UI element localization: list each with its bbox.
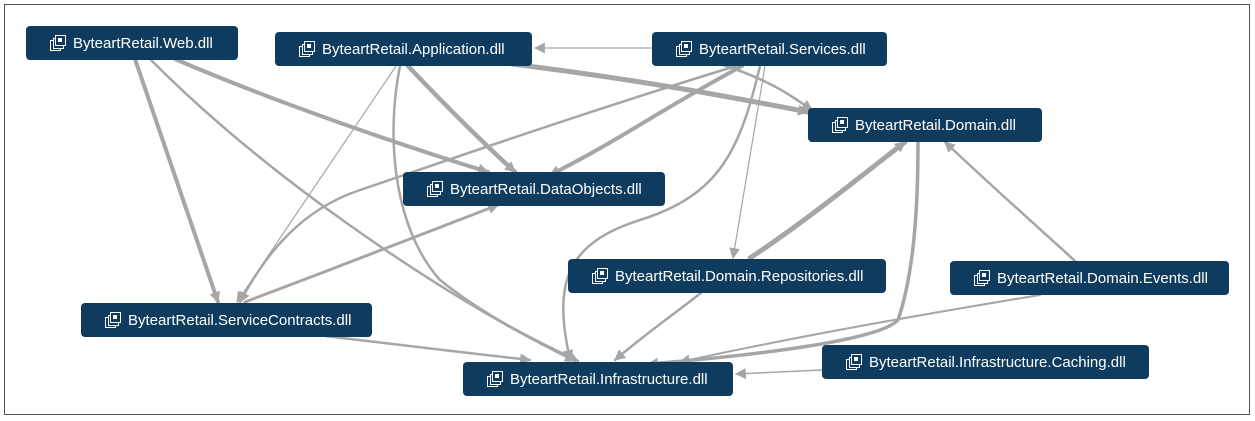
node-label: ByteartRetail.Domain.Events.dll	[997, 269, 1208, 287]
assembly-icon	[427, 181, 443, 197]
node-repositories[interactable]: ByteartRetail.Domain.Repositories.dll	[568, 259, 886, 293]
node-dataobjects[interactable]: ByteartRetail.DataObjects.dll	[403, 172, 665, 206]
assembly-icon	[676, 41, 692, 57]
node-events[interactable]: ByteartRetail.Domain.Events.dll	[950, 261, 1229, 295]
node-label: ByteartRetail.Domain.Repositories.dll	[615, 267, 864, 285]
node-application[interactable]: ByteartRetail.Application.dll	[275, 32, 532, 66]
assembly-icon	[846, 354, 862, 370]
node-services[interactable]: ByteartRetail.Services.dll	[652, 32, 887, 66]
assembly-icon	[50, 35, 66, 51]
node-domain[interactable]: ByteartRetail.Domain.dll	[808, 108, 1042, 142]
node-label: ByteartRetail.ServiceContracts.dll	[128, 311, 352, 329]
node-label: ByteartRetail.Infrastructure.Caching.dll	[869, 353, 1126, 371]
node-label: ByteartRetail.Services.dll	[699, 40, 866, 58]
node-web[interactable]: ByteartRetail.Web.dll	[26, 26, 238, 60]
node-label: ByteartRetail.Domain.dll	[855, 116, 1016, 134]
node-caching[interactable]: ByteartRetail.Infrastructure.Caching.dll	[822, 345, 1149, 379]
assembly-icon	[974, 270, 990, 286]
node-label: ByteartRetail.DataObjects.dll	[450, 180, 642, 198]
node-label: ByteartRetail.Web.dll	[73, 34, 213, 52]
node-servicecontracts[interactable]: ByteartRetail.ServiceContracts.dll	[81, 303, 372, 337]
node-infrastructure[interactable]: ByteartRetail.Infrastructure.dll	[463, 362, 733, 396]
assembly-icon	[487, 371, 503, 387]
assembly-icon	[832, 117, 848, 133]
assembly-icon	[105, 312, 121, 328]
assembly-icon	[299, 41, 315, 57]
node-label: ByteartRetail.Application.dll	[322, 40, 505, 58]
node-label: ByteartRetail.Infrastructure.dll	[510, 370, 708, 388]
assembly-icon	[592, 268, 608, 284]
